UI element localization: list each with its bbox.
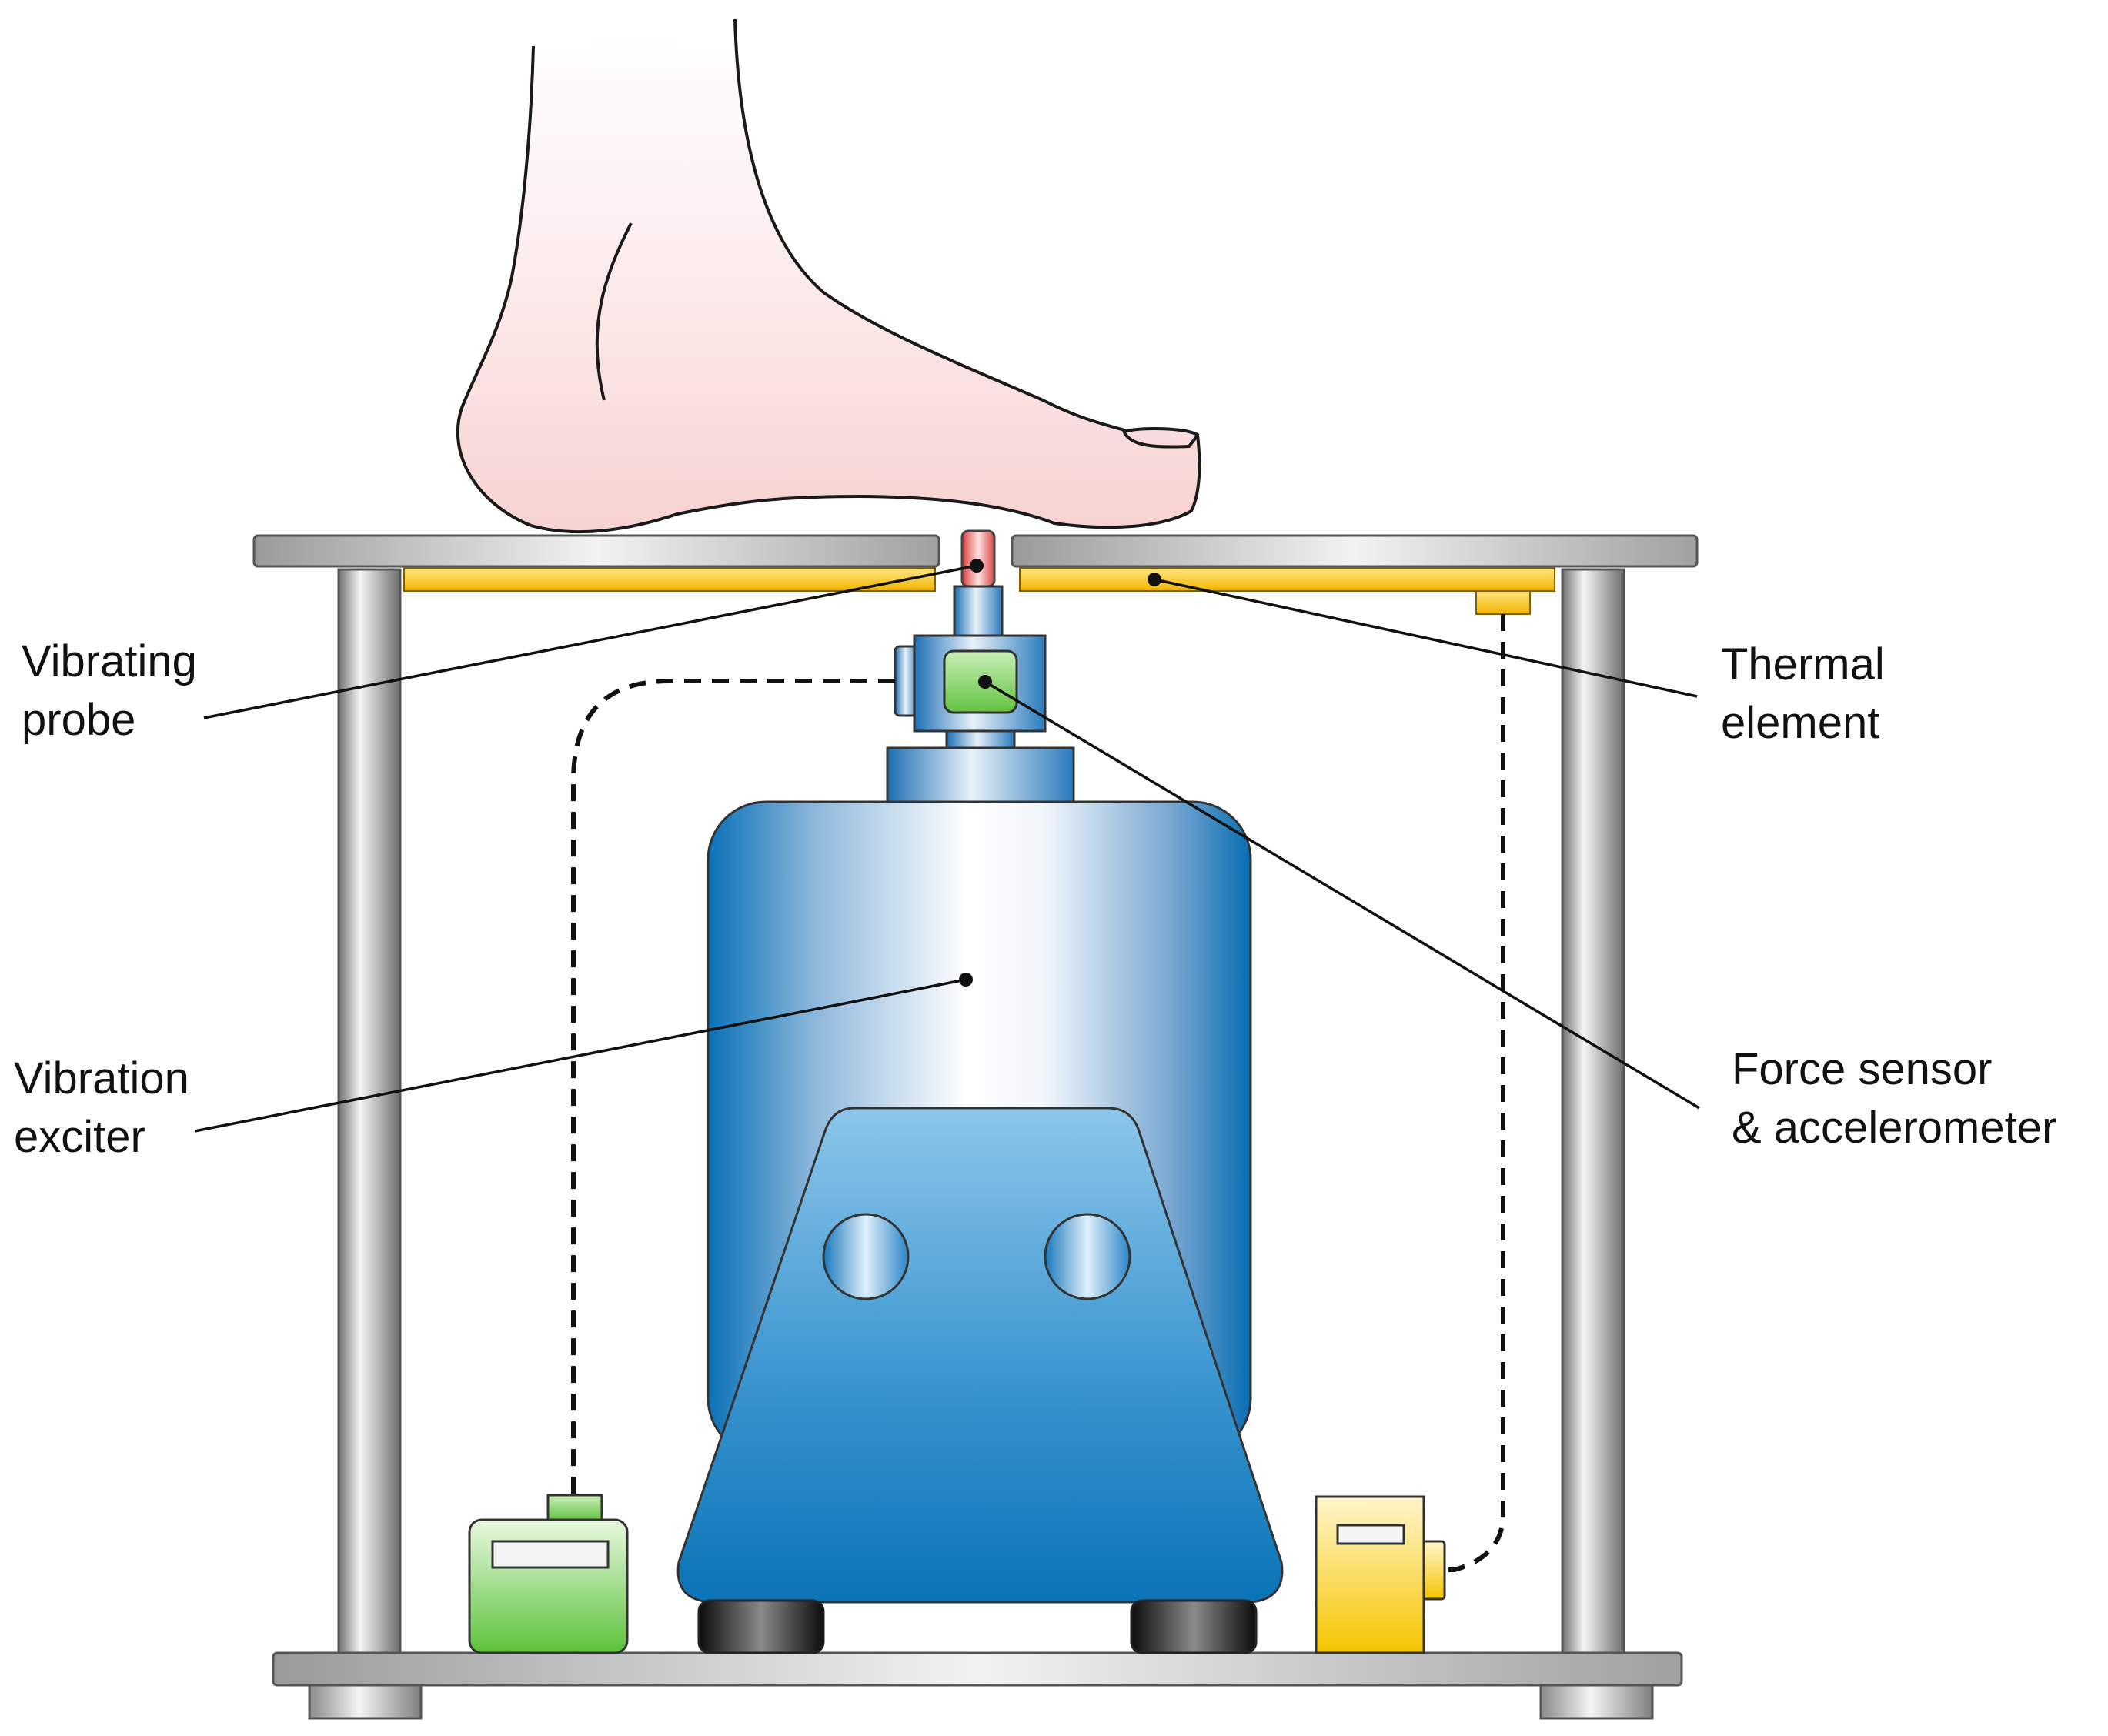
yellow-box-display: [1336, 1524, 1405, 1545]
rubber-foot-right: [1130, 1599, 1258, 1654]
bottom-plate: [272, 1651, 1683, 1687]
yellow-control-box: [1315, 1495, 1425, 1654]
mounting-hole-left: [822, 1213, 910, 1300]
leader-dot-force-sensor: [978, 675, 992, 689]
exciter-top-cylinder: [886, 746, 1075, 803]
leader-dot-vibration-exciter: [959, 973, 973, 987]
foot: [456, 18, 1201, 534]
leader-dot-vibrating-probe: [970, 559, 984, 573]
green-box-display: [491, 1540, 610, 1569]
probe-stem: [953, 585, 1004, 640]
foot-ankle-bone: [595, 222, 633, 401]
leader-vibrating-probe: [203, 564, 977, 719]
left-post: [337, 568, 402, 1664]
leader-force-sensor: [984, 680, 1700, 1110]
leader-vibration-exciter: [194, 978, 967, 1133]
label-force-sensor: Force sensor & accelerometer: [1732, 1040, 2056, 1157]
sensor-neck: [945, 729, 1016, 749]
toenail: [1122, 430, 1199, 449]
vibrating-probe: [960, 529, 996, 588]
label-vibrating-probe-line1: Vibrating: [22, 636, 197, 686]
thermal-cable: [1445, 614, 1505, 1572]
green-signal-box: [468, 1518, 629, 1654]
label-thermal-element-line1: Thermal: [1721, 639, 1885, 689]
green-box-connector: [546, 1494, 603, 1523]
label-vibrating-probe: Vibrating probe: [22, 633, 197, 749]
label-vibration-exciter: Vibration exciter: [14, 1050, 189, 1167]
mounting-hole-right: [1044, 1213, 1131, 1300]
label-thermal-element: Thermal element: [1721, 636, 1885, 753]
sensor-cable: [571, 679, 895, 1495]
label-vibration-exciter-line2: exciter: [14, 1112, 145, 1162]
base-foot-right: [1539, 1682, 1654, 1720]
label-vibration-exciter-line1: Vibration: [14, 1053, 189, 1103]
right-post: [1561, 568, 1625, 1664]
label-vibrating-probe-line2: probe: [22, 695, 136, 745]
leader-dot-thermal-element: [1148, 573, 1161, 586]
label-force-sensor-line1: Force sensor: [1732, 1044, 1993, 1094]
rubber-foot-left: [697, 1599, 825, 1654]
leader-thermal-element: [1154, 578, 1698, 698]
top-plate-left: [252, 534, 940, 568]
thermal-element-left: [403, 567, 936, 592]
top-plate-right: [1011, 534, 1699, 568]
base-foot-left: [308, 1682, 423, 1720]
thermal-connector: [1475, 590, 1531, 615]
thermal-element-right: [1019, 567, 1555, 592]
label-force-sensor-line2: & accelerometer: [1732, 1103, 2057, 1153]
label-thermal-element-line2: element: [1721, 698, 1880, 748]
